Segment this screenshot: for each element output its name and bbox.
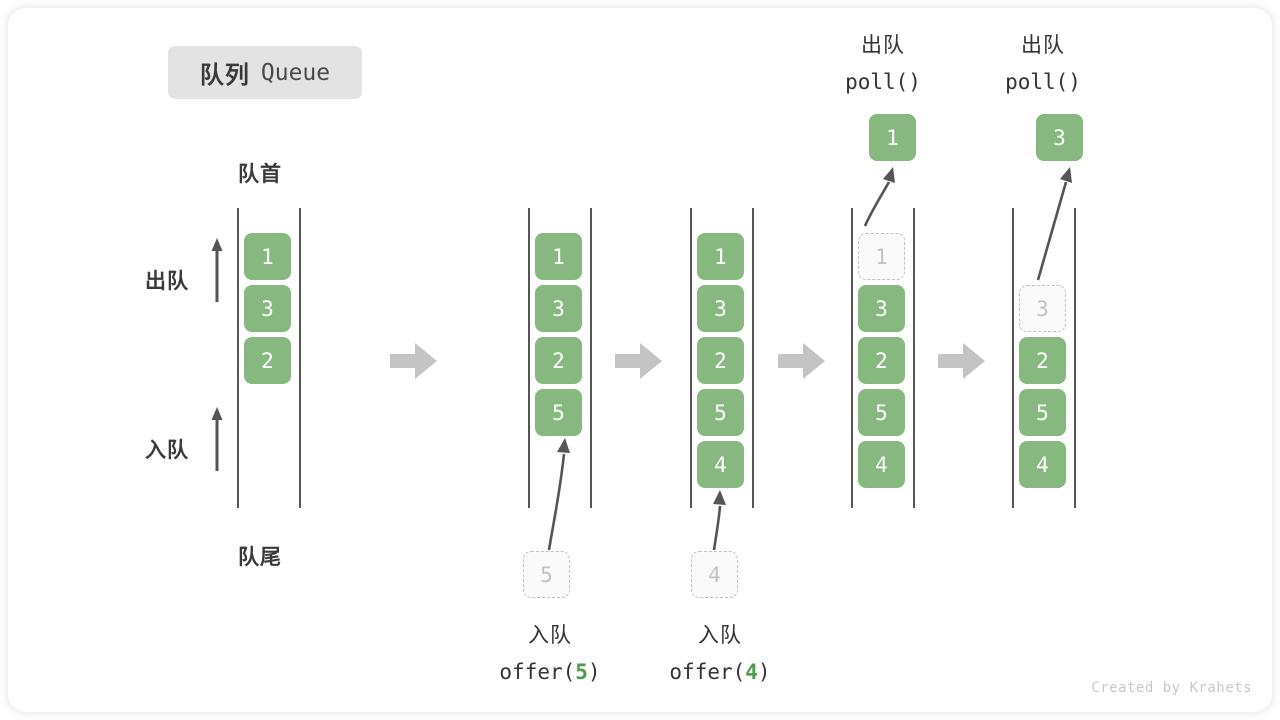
operation-name: 入队 (698, 624, 742, 647)
queue-cell: 5 (1019, 389, 1066, 436)
rail-left (690, 208, 692, 508)
queue-cell: 2 (244, 337, 291, 384)
removed-ghost-cell: 3 (1019, 285, 1066, 332)
operation-name: 出队 (861, 34, 905, 57)
queue-cell-new: 5 (535, 389, 582, 436)
title-chinese: 队列 (199, 62, 250, 89)
queue-cell: 3 (697, 285, 744, 332)
queue-cell: 4 (1019, 441, 1066, 488)
queue-cell: 1 (697, 233, 744, 280)
step-arrow-icon (778, 343, 825, 379)
operation-code: poll() (845, 70, 921, 94)
queue-cell: 3 (535, 285, 582, 332)
dequeue-curve-arrow-icon (863, 167, 895, 227)
operation-label-offer-4: 入队 offer(4) (640, 618, 800, 690)
rail-right (299, 208, 301, 508)
dequeue-side-label: 出队 (145, 270, 189, 293)
credit-text: Created by Krahets (1091, 680, 1252, 696)
rail-left (1012, 208, 1014, 508)
operation-label-offer-5: 入队 offer(5) (470, 618, 630, 690)
step-arrow-icon (938, 343, 985, 379)
rail-right (752, 208, 754, 508)
operation-code: offer(4) (669, 660, 771, 684)
operation-name: 出队 (1021, 34, 1065, 57)
incoming-ghost-cell: 5 (523, 551, 570, 598)
queue-cell: 2 (1019, 337, 1066, 384)
queue-cell: 1 (535, 233, 582, 280)
queue-cell: 4 (858, 441, 905, 488)
removed-ghost-cell: 1 (858, 233, 905, 280)
enqueue-side-label: 入队 (145, 439, 189, 462)
title-english: Queue (260, 59, 331, 86)
rail-right (590, 208, 592, 508)
incoming-ghost-cell: 4 (691, 551, 738, 598)
front-label: 队首 (238, 163, 282, 186)
popped-cell: 3 (1036, 114, 1083, 161)
queue-cell-new: 4 (697, 441, 744, 488)
queue-cell: 2 (697, 337, 744, 384)
queue-cell: 5 (697, 389, 744, 436)
operation-code: offer(5) (499, 660, 601, 684)
operation-label-poll-1: 出队 poll() (803, 28, 963, 100)
title-badge: 队列 Queue (168, 46, 362, 99)
operation-name: 入队 (528, 624, 572, 647)
popped-cell: 1 (869, 114, 916, 161)
queue-cell: 1 (244, 233, 291, 280)
rear-label: 队尾 (238, 546, 282, 569)
rail-left (237, 208, 239, 508)
queue-cell: 3 (858, 285, 905, 332)
queue-cell: 2 (535, 337, 582, 384)
rail-right (913, 208, 915, 508)
queue-cell: 5 (858, 389, 905, 436)
operation-code: poll() (1005, 70, 1081, 94)
operation-label-poll-3: 出队 poll() (963, 28, 1123, 100)
enqueue-curve-arrow-icon (712, 490, 726, 551)
enqueue-direction-arrow-icon (211, 407, 223, 471)
step-arrow-icon (390, 343, 437, 379)
rail-right (1074, 208, 1076, 508)
dequeue-direction-arrow-icon (211, 238, 223, 302)
enqueue-curve-arrow-icon (547, 438, 570, 551)
dequeue-curve-arrow-icon (1036, 167, 1072, 281)
rail-left (851, 208, 853, 508)
queue-cell: 2 (858, 337, 905, 384)
step-arrow-icon (615, 343, 662, 379)
queue-cell: 3 (244, 285, 291, 332)
rail-left (528, 208, 530, 508)
